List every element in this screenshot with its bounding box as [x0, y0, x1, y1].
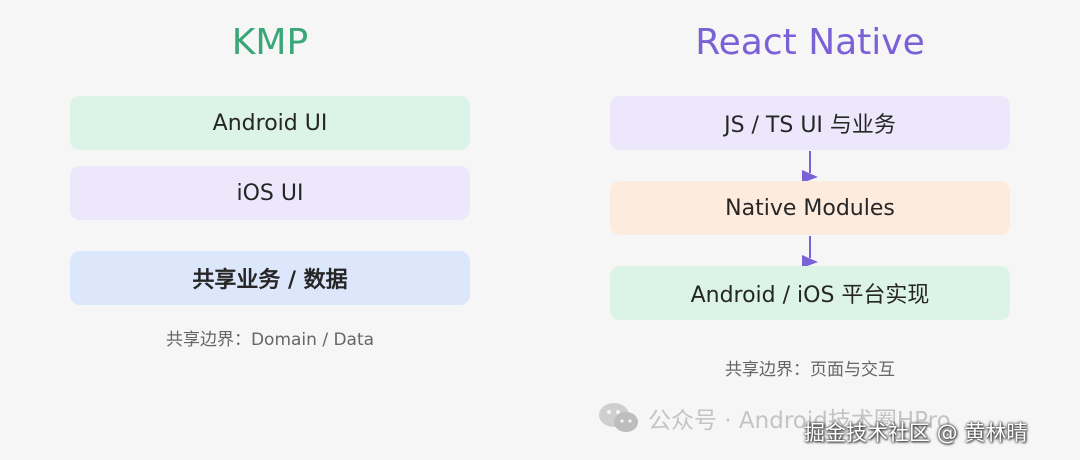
rn-layer-native-modules: Native Modules [610, 181, 1010, 235]
arrow-down-icon [802, 236, 818, 268]
watermark: 公众号 · Android技术圈HPro [598, 400, 951, 436]
wechat-icon [599, 403, 638, 432]
kmp-title: KMP [231, 22, 309, 63]
rn-layer-js-ts: JS / TS UI 与业务 [610, 96, 1010, 150]
rn-caption: 共享边界：页面与交互 [725, 360, 895, 380]
arrow-down-icon [802, 151, 818, 183]
kmp-layer-shared: 共享业务 / 数据 [70, 251, 470, 305]
rn-title: React Native [695, 22, 925, 63]
footer-credit: 掘金技术社区 @ 黄林晴 [804, 421, 1028, 445]
kmp-layer-android-ui: Android UI [70, 96, 470, 150]
watermark-text: 公众号 · Android技术圈HPro [648, 408, 951, 434]
kmp-caption: 共享边界：Domain / Data [165, 330, 375, 350]
kmp-layer-ios-ui: iOS UI [70, 166, 470, 220]
rn-layer-platform: Android / iOS 平台实现 [610, 266, 1010, 320]
